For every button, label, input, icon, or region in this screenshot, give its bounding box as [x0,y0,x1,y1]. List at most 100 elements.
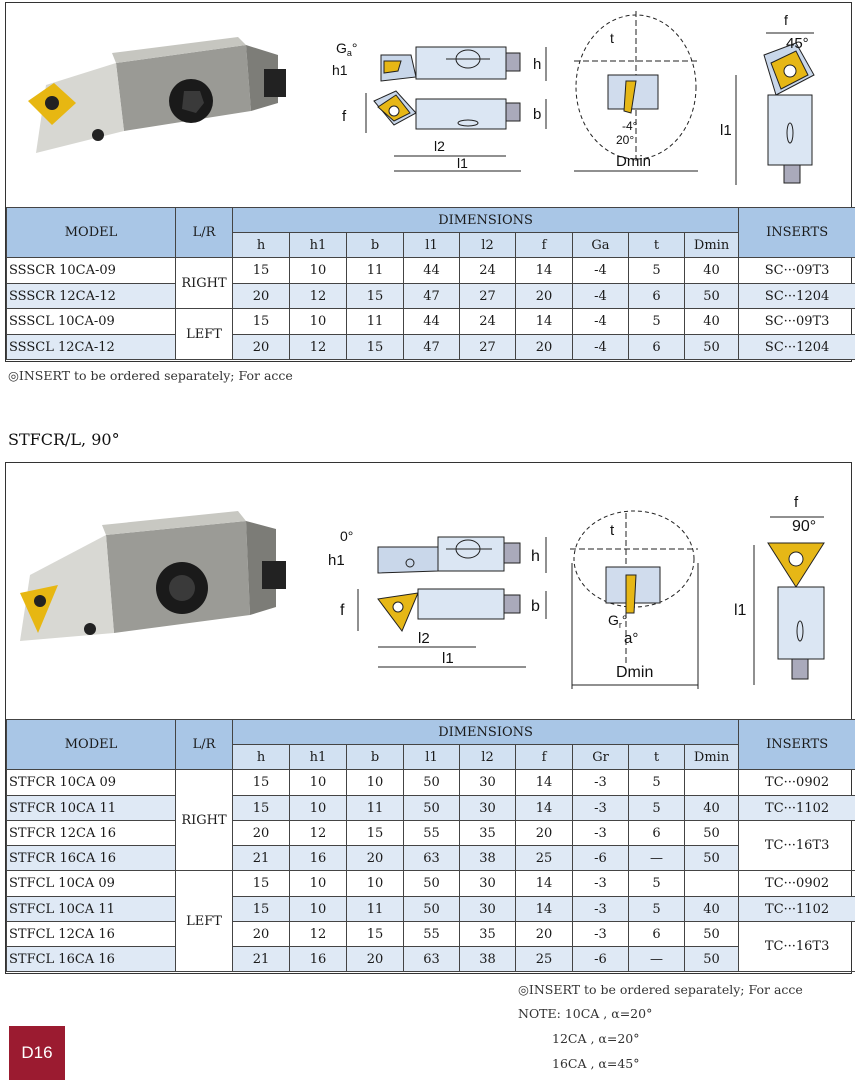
col-model: MODEL [6,207,176,258]
value-cell: -4 [572,308,629,335]
insert-cell: TC···16T3 [738,921,855,972]
sub-t: t [628,744,685,770]
model-cell: STFCL 10CA 11 [6,896,176,922]
section1-note: ◎INSERT to be ordered separately; For ac… [8,368,293,383]
value-cell: -3 [572,896,629,922]
value-cell: 20 [232,820,290,846]
b-label: b [531,598,540,615]
stfcr-dmin-view [570,510,699,689]
col-lr: L/R [175,207,233,258]
value-cell: 20 [346,946,404,972]
model-cell: STFCR 16CA 16 [6,845,176,871]
alpha-note-1: NOTE: 10CA , α=20° [518,1006,653,1021]
value-cell: -4 [572,334,629,360]
model-cell: STFCL 12CA 16 [6,921,176,947]
value-cell: 35 [459,820,516,846]
section1-figure: Ga° h1 h f b l2 l1 t -4° 20° Dmin [28,11,815,185]
value-cell: 20 [515,283,573,309]
value-cell: 14 [515,896,573,922]
value-cell: 50 [683,283,740,309]
table-row: SSSCL 12CA-12 20 12 15 47 27 20 -4 6 50 … [6,334,855,360]
value-cell: 20 [515,820,573,846]
l2-label: l2 [434,138,445,154]
t-label: t [610,30,614,46]
value-cell: -3 [572,795,629,821]
minus4-label: -4° [622,119,638,133]
value-cell: 10 [346,769,404,796]
value-cell: 63 [403,845,460,871]
value-cell: 12 [289,921,347,947]
value-cell: 5 [628,769,685,796]
value-cell: -6 [572,946,629,972]
value-cell: -4 [572,283,629,309]
value-cell: 5 [628,308,685,335]
value-cell: -3 [572,820,629,846]
value-cell: 20 [515,921,573,947]
value-cell: 15 [232,896,290,922]
insert-cell: TC···0902 [738,870,855,897]
value-cell: 50 [683,946,740,972]
value-cell: 30 [459,769,516,796]
insert-cell: SC···09T3 [738,257,855,284]
value-cell: 10 [289,896,347,922]
col-dimensions: DIMENSIONS [231,207,740,233]
value-cell: 44 [403,308,460,335]
h-label: h [533,56,541,73]
col-model: MODEL [6,719,176,770]
value-cell: 14 [515,870,573,897]
value-cell: 27 [459,334,516,360]
value-cell: 14 [515,795,573,821]
value-cell: 40 [683,308,740,335]
value-cell: -6 [572,845,629,871]
value-cell: 14 [515,769,573,796]
col-inserts: INSERTS [738,207,855,258]
value-cell: 10 [289,795,347,821]
stfcr-front-view [753,516,825,685]
value-cell: 15 [232,769,290,796]
f2-label: f [794,494,799,511]
l1b-label: l1 [734,602,747,619]
value-cell: 40 [683,795,740,821]
value-cell: 55 [403,921,460,947]
col-dimensions: DIMENSIONS [231,719,740,745]
lr-cell: LEFT [175,870,233,972]
value-cell: 24 [459,308,516,335]
b-label: b [533,106,541,123]
value-cell: -3 [572,769,629,796]
value-cell: 15 [232,308,290,335]
table-row: SSSCR 12CA-12 20 12 15 47 27 20 -4 6 50 … [6,283,855,309]
value-cell: 50 [403,870,460,897]
sub-dmin: Dmin [683,744,740,770]
value-cell: -3 [572,921,629,947]
value-cell: 15 [232,870,290,897]
value-cell: 6 [628,921,685,947]
l1-label: l1 [457,155,468,171]
value-cell: 10 [289,769,347,796]
model-cell: SSSCR 12CA-12 [6,283,176,309]
value-cell: 30 [459,896,516,922]
sub-l2: l2 [459,744,516,770]
sub-ga: Ga [572,232,629,258]
value-cell: 10 [289,308,347,335]
table-row: STFCR 10CA 09 RIGHT 15 10 10 50 30 14 -3… [6,769,855,871]
value-cell: 44 [403,257,460,284]
l1b-label: l1 [720,122,732,139]
value-cell: 5 [628,870,685,897]
t-label: t [610,522,615,539]
sub-h: h [232,744,290,770]
value-cell: 11 [346,795,404,821]
alpha-note-3: 16CA , α=45° [552,1056,640,1071]
value-cell: 10 [346,870,404,897]
value-cell: -4 [572,257,629,284]
value-cell [683,769,740,796]
insert-cell: SC···1204 [738,334,855,360]
value-cell: 25 [515,946,573,972]
model-cell: STFCR 10CA 11 [6,795,176,821]
section2-spec-table: MODEL L/R DIMENSIONS INSERTS h h1 b l1 l… [6,719,855,972]
sub-f: f [515,744,573,770]
value-cell: 16 [289,845,347,871]
value-cell: 5 [628,896,685,922]
value-cell: 25 [515,845,573,871]
sub-l1: l1 [403,744,460,770]
value-cell: — [628,946,685,972]
